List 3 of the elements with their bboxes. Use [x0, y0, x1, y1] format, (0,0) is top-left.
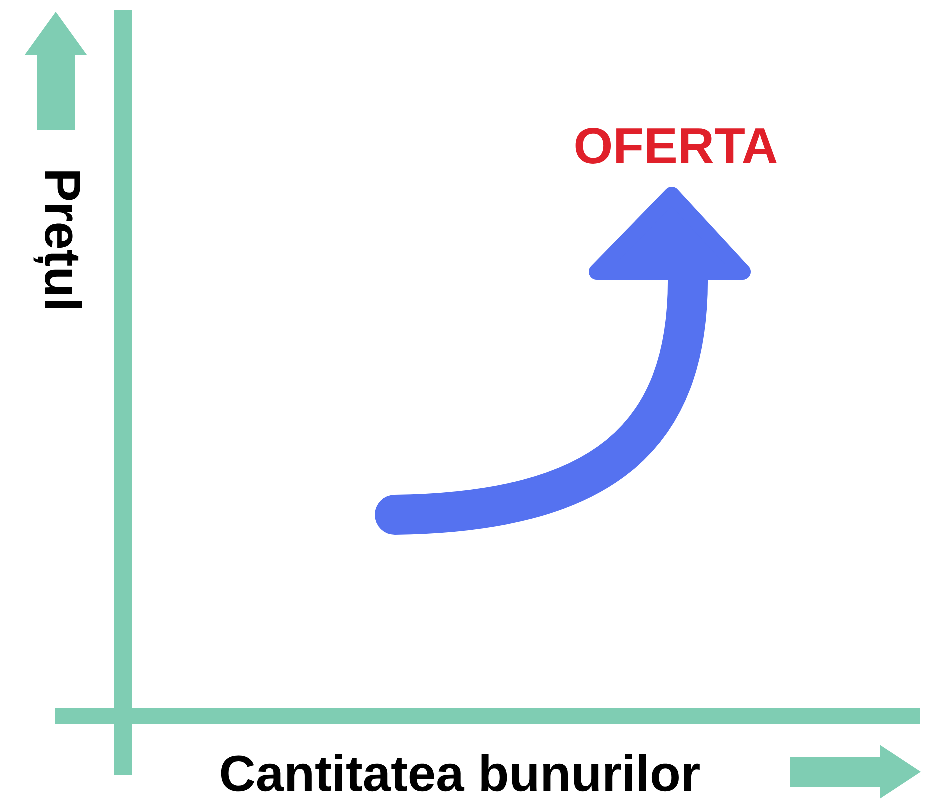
curve-label: OFERTA [576, 128, 777, 164]
axis-label: Cantitatea bunurilor [221, 754, 700, 792]
axis-label: Prețul [34, 172, 82, 308]
